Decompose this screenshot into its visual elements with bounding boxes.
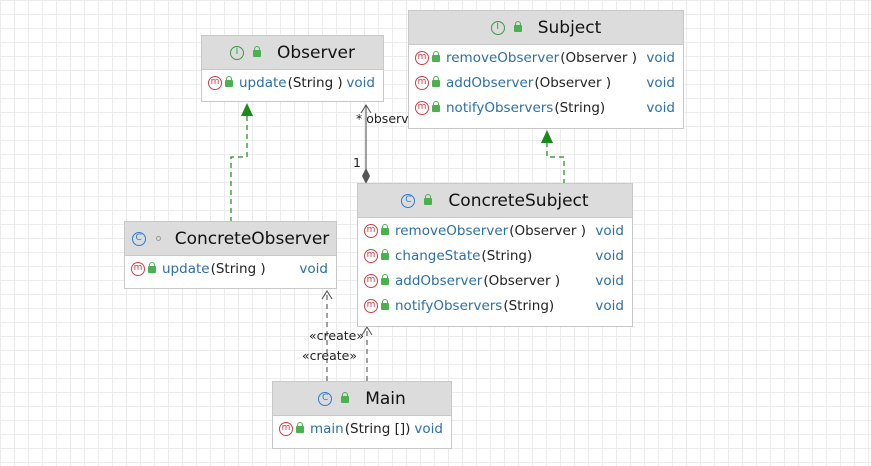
class-header: C ConcreteSubject	[358, 184, 632, 218]
method-params: (Observer )	[560, 49, 637, 66]
method-name: changeState	[395, 247, 481, 264]
class-name: Subject	[537, 17, 602, 38]
method-params: (String [])	[344, 420, 411, 437]
class-name: Main	[365, 388, 406, 409]
public-lock-icon	[381, 224, 389, 235]
create-label-1: «create»	[309, 328, 364, 343]
method-return-type: void	[414, 420, 443, 437]
method-params: (Observer )	[483, 272, 561, 289]
interface-icon: I	[230, 45, 244, 60]
method-row[interactable]: m addObserver (Observer ) void	[358, 268, 632, 293]
method-name: removeObserver	[395, 222, 509, 239]
method-params: (Observer )	[509, 222, 586, 239]
public-lock-icon	[432, 51, 440, 62]
public-lock-icon	[381, 274, 389, 285]
method-return-type: void	[646, 99, 675, 116]
method-name: addObserver	[446, 74, 534, 91]
method-name: addObserver	[395, 272, 483, 289]
method-icon: m	[415, 75, 429, 90]
class-header: I Subject	[409, 11, 683, 45]
public-lock-icon	[381, 299, 389, 310]
method-return-type: void	[646, 49, 675, 66]
public-lock-icon	[253, 46, 261, 57]
method-return-type: void	[595, 297, 624, 314]
method-icon: m	[364, 248, 378, 263]
class-box-concreteobserver[interactable]: C ConcreteObserver m update (String ) vo…	[124, 221, 337, 289]
multiplicity-label: 1	[353, 155, 361, 170]
realization-edge-concretesubject-subject	[541, 130, 565, 184]
create-label-2: «create»	[302, 348, 357, 363]
method-icon: m	[364, 223, 378, 238]
class-name: ConcreteSubject	[448, 190, 589, 211]
method-row[interactable]: m update (String ) void	[202, 70, 383, 95]
public-lock-icon	[296, 422, 304, 433]
public-lock-icon	[381, 249, 389, 260]
method-row[interactable]: m notifyObservers (String) void	[358, 293, 632, 318]
method-icon: m	[364, 273, 378, 288]
class-name: ConcreteObserver	[174, 228, 330, 249]
class-box-observer[interactable]: I Observer m update (String ) void	[201, 35, 384, 102]
method-row[interactable]: m notifyObservers (String) void	[409, 95, 683, 120]
method-icon: m	[279, 421, 293, 436]
public-lock-icon	[432, 76, 440, 87]
class-icon: C	[401, 193, 416, 208]
class-header: C ConcreteObserver	[125, 222, 336, 256]
class-icon: C	[131, 231, 146, 246]
method-row[interactable]: m update (String ) void	[125, 256, 336, 281]
public-lock-icon	[225, 76, 233, 87]
public-lock-icon	[513, 21, 522, 32]
method-icon: m	[131, 261, 145, 276]
class-box-concretesubject[interactable]: C ConcreteSubject m removeObserver (Obse…	[357, 183, 633, 327]
method-row[interactable]: m addObserver (Observer ) void	[409, 70, 683, 95]
class-box-main[interactable]: C Main m main (String []) void	[272, 381, 452, 449]
class-icon: C	[318, 391, 333, 406]
method-name: removeObserver	[446, 49, 560, 66]
method-name: notifyObservers	[395, 297, 503, 314]
package-private-dot-icon	[155, 236, 161, 241]
class-box-subject[interactable]: I Subject m removeObserver (Observer ) v…	[408, 10, 684, 129]
realization-edge-concreteobserver-observer	[230, 103, 253, 222]
method-row[interactable]: m removeObserver (Observer ) void	[409, 45, 683, 70]
method-name: update	[239, 74, 287, 91]
method-return-type: void	[299, 260, 328, 277]
method-return-type: void	[346, 74, 375, 91]
public-lock-icon	[432, 101, 440, 112]
class-header: I Observer	[202, 36, 383, 70]
method-params: (String)	[554, 99, 606, 116]
method-icon: m	[415, 50, 429, 65]
method-name: main	[310, 420, 344, 437]
public-lock-icon	[424, 194, 433, 205]
method-row[interactable]: m changeState (String) void	[358, 243, 632, 268]
method-row[interactable]: m main (String []) void	[273, 416, 451, 441]
class-name: Observer	[277, 42, 355, 63]
method-return-type: void	[595, 247, 624, 264]
method-params: (String )	[210, 260, 266, 277]
public-lock-icon	[341, 392, 350, 403]
class-header: C Main	[273, 382, 451, 416]
method-icon: m	[208, 75, 222, 90]
method-row[interactable]: m removeObserver (Observer ) void	[358, 218, 632, 243]
method-icon: m	[364, 298, 378, 313]
method-return-type: void	[646, 74, 675, 91]
method-name: notifyObservers	[446, 99, 554, 116]
interface-icon: I	[490, 20, 505, 35]
method-params: (Observer )	[534, 74, 612, 91]
public-lock-icon	[148, 262, 156, 273]
method-params: (String )	[287, 74, 343, 91]
method-params: (String)	[503, 297, 555, 314]
method-return-type: void	[595, 222, 624, 239]
method-params: (String)	[481, 247, 533, 264]
method-name: update	[162, 260, 210, 277]
method-icon: m	[415, 100, 429, 115]
method-return-type: void	[595, 272, 624, 289]
